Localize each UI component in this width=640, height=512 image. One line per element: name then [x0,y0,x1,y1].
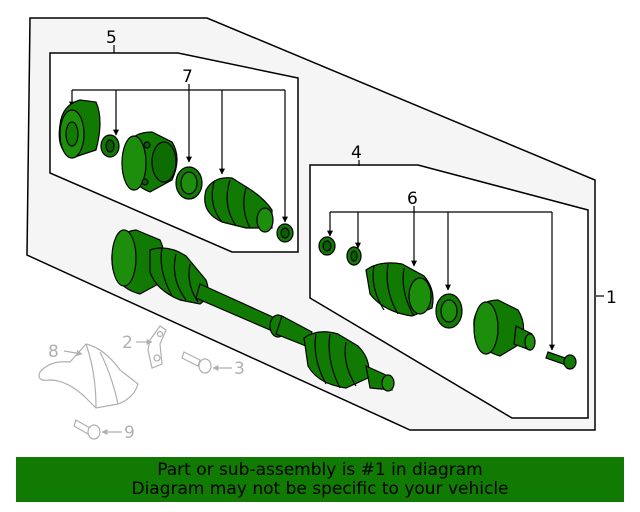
axle-assembly [111,229,395,392]
callout-6-leaders [327,206,555,351]
subassembly-outline-4 [309,164,589,419]
callout-3: 3 [234,359,245,379]
unrelated-parts [38,325,212,440]
callout-6: 6 [407,189,418,209]
banner-line-2: Diagram may not be specific to your vehi… [131,478,509,499]
grey-callout-leaders [63,339,232,435]
callout-5: 5 [106,28,117,48]
callout-9: 9 [124,423,135,443]
callout-4: 4 [351,143,362,163]
callout-7-leaders [69,84,288,223]
callout-8: 8 [48,342,59,362]
sub5-parts [58,99,294,243]
sub4-parts [318,236,577,370]
callout-2: 2 [122,333,133,353]
callout-7: 7 [182,67,193,87]
banner-line-1: Part or sub-assembly is #1 in diagram [157,459,483,480]
parts-diagram: 1 5 4 7 6 [26,17,617,443]
info-banner: Part or sub-assembly is #1 in diagram Di… [16,457,624,502]
heat-shield [38,343,139,409]
bracket [147,325,167,369]
callout-1: 1 [606,288,617,308]
bolt-3 [181,351,201,367]
